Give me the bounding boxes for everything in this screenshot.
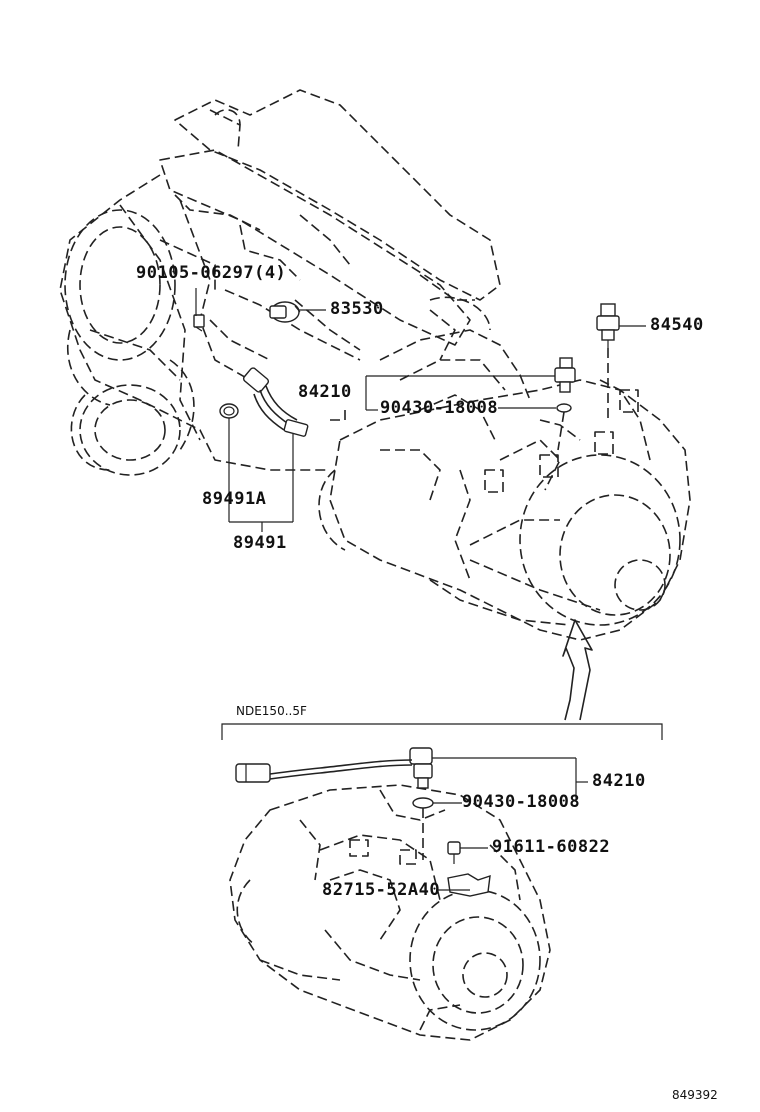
gasket-90430-bottom-icon [412, 797, 434, 809]
callout-89491a: 89491A [202, 489, 267, 509]
bracket-82715-icon [447, 873, 491, 897]
knock-sensor-89491-icon [242, 367, 309, 437]
variant-label: NDE150..5F [236, 704, 307, 718]
gasket-90430-top-icon [556, 403, 572, 413]
callout-90430-18008-top: 90430-18008 [380, 398, 499, 418]
transmission-bottom-phantom-outline [229, 784, 551, 1041]
callout-84210-top: 84210 [298, 382, 352, 402]
callout-89491: 89491 [233, 533, 287, 553]
bolt-90105-icon [193, 314, 205, 332]
view-arrow [562, 619, 593, 721]
callout-83530: 83530 [330, 299, 384, 319]
callout-84540: 84540 [650, 315, 704, 335]
oil-pressure-switch-83530-icon [269, 301, 301, 323]
speed-sensor-84210-top-icon [554, 357, 576, 393]
transmission-phantom-outline [318, 379, 691, 641]
callout-90105-06297: 90105-06297(4) [136, 263, 287, 283]
callout-82715-52a40: 82715-52A40 [322, 880, 441, 900]
variant-bracket [221, 723, 663, 740]
diagram-number: 849392 [672, 1088, 718, 1102]
sensor-84540-icon [596, 303, 620, 348]
engine-phantom-outline [59, 89, 531, 476]
callout-84210-bottom: 84210 [592, 771, 646, 791]
speed-sensor-84210-bottom-icon [235, 747, 433, 789]
callout-90430-18008-bottom: 90430-18008 [462, 792, 581, 812]
oring-89491a-icon [219, 403, 239, 419]
bolt-91611-icon [447, 841, 461, 864]
callout-91611-60822: 91611-60822 [492, 837, 611, 857]
